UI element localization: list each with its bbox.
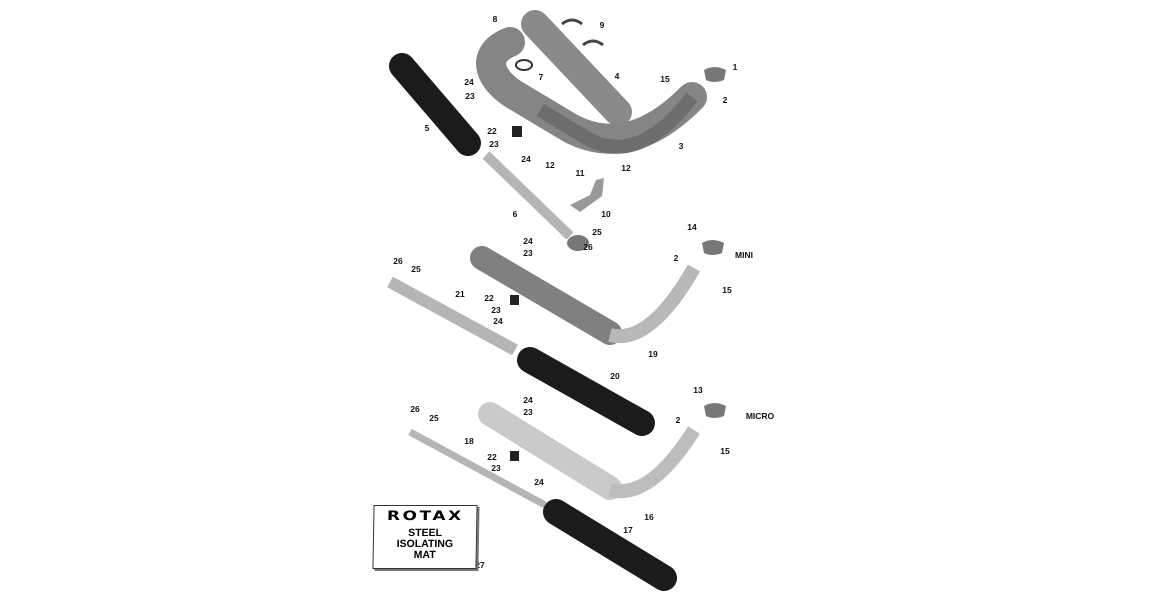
callout: 8 <box>492 14 498 24</box>
part-19-muffler <box>470 246 622 345</box>
callout: 20 <box>610 371 620 381</box>
callout: 18 <box>464 436 474 446</box>
callout: 15 <box>660 74 670 84</box>
callout: 7 <box>538 72 544 82</box>
callout: 4 <box>614 71 620 81</box>
callout: 23 <box>491 463 501 473</box>
callout: 13 <box>693 385 703 395</box>
callout: 22 <box>484 293 494 303</box>
callout: 2 <box>675 415 681 425</box>
callout: 26 <box>583 242 593 252</box>
part-5-sleeve <box>389 53 481 156</box>
callout: 2 <box>673 253 679 263</box>
callout: 22 <box>487 452 497 462</box>
part-20-sleeve <box>517 347 655 436</box>
part-17-sleeve <box>543 499 677 591</box>
callout: 12 <box>621 163 631 173</box>
part-22-mount <box>510 451 519 461</box>
callout: 6 <box>512 209 518 219</box>
callout: 10 <box>601 209 611 219</box>
part-1-heatshield <box>704 67 726 82</box>
variant-label-micro: MICRO <box>745 411 775 421</box>
callout: 21 <box>455 289 465 299</box>
part-18-pipe <box>408 428 547 509</box>
callout: 15 <box>720 446 730 456</box>
callout: 26 <box>393 256 403 266</box>
callout: 9 <box>599 20 605 30</box>
variant-label-mini: MINI <box>735 250 753 260</box>
callout: 17 <box>623 525 633 535</box>
mat-line-3: MAT <box>413 549 436 561</box>
callout: 27 <box>475 560 485 570</box>
callout: 24 <box>493 316 503 326</box>
callout: 25 <box>592 227 602 237</box>
part-26-cone <box>567 235 589 251</box>
callout: 26 <box>410 404 420 414</box>
part-22-mount <box>512 126 522 137</box>
callout: 23 <box>523 248 533 258</box>
part-16-muffler <box>478 402 622 500</box>
part-16-bend <box>608 426 700 499</box>
part-4-muffler <box>521 10 632 126</box>
callout: 15 <box>722 285 732 295</box>
part-7-ring <box>515 59 533 71</box>
part-10-bracket <box>570 178 604 212</box>
callout: 2 <box>722 95 728 105</box>
part-21-pipe <box>387 276 518 356</box>
part-27-isolating-mat: ROTAX STEEL ISOLATING MAT <box>372 505 478 569</box>
callout: 23 <box>465 91 475 101</box>
callout: 24 <box>523 236 533 246</box>
part-9-clamps <box>561 18 604 47</box>
callout: 16 <box>644 512 654 522</box>
part-13-heatshield <box>704 403 726 418</box>
callout: 25 <box>429 413 439 423</box>
callout: 22 <box>487 126 497 136</box>
part-6-pipe <box>482 151 574 240</box>
part-14-heatshield <box>702 240 724 255</box>
callout: 5 <box>424 123 430 133</box>
callout: 24 <box>523 395 533 405</box>
callout: 3 <box>678 141 684 151</box>
callout: 25 <box>411 264 421 274</box>
callout: 23 <box>491 305 501 315</box>
callout: 19 <box>648 349 658 359</box>
callout: 11 <box>575 168 585 178</box>
callout: 23 <box>489 139 499 149</box>
callout: 23 <box>523 407 533 417</box>
callout: 24 <box>521 154 531 164</box>
callout: 24 <box>534 477 544 487</box>
callout: 24 <box>464 77 474 87</box>
rotax-logo: ROTAX <box>386 509 464 524</box>
callout: 12 <box>545 160 555 170</box>
part-22-mount <box>510 295 519 305</box>
callout: 14 <box>687 222 697 232</box>
callout: 1 <box>732 62 738 72</box>
part-19-bend <box>608 264 701 344</box>
